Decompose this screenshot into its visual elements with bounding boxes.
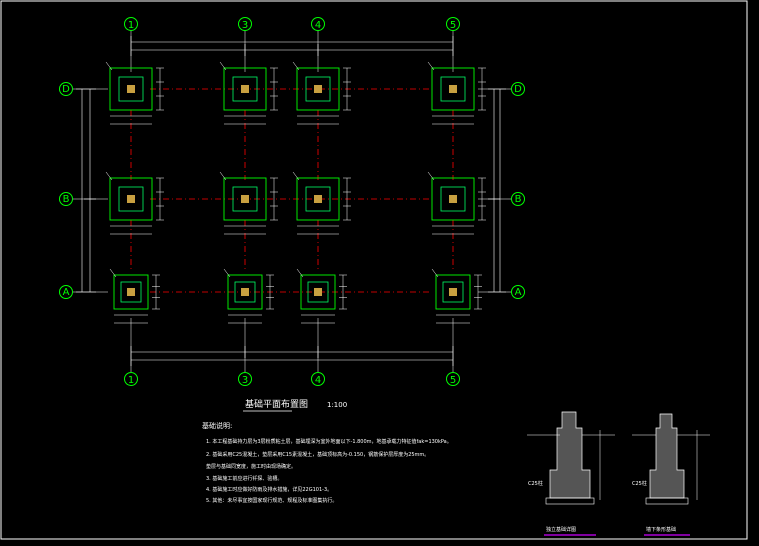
section-detail-2: C25柱 墙下条形基础 [632, 413, 710, 536]
axis-bubble-left-D: D [59, 82, 73, 96]
footing [296, 268, 347, 324]
axis-label: 1 [128, 20, 134, 31]
axis-bubble-top-3: 3 [238, 17, 252, 31]
left-dimension-lines [76, 88, 96, 293]
footings [105, 61, 486, 324]
note-item: 1. 本工程基础持力层为3层粉质粘土层，基础埋深为室外地面以下-1.800m，地… [206, 438, 452, 445]
bottom-dimension-lines [130, 346, 454, 366]
axis-label: B [515, 194, 522, 205]
axis-label: 5 [450, 375, 456, 386]
footing [427, 61, 486, 125]
axis-label: 3 [242, 375, 248, 386]
axis-label: D [62, 84, 70, 95]
right-dimension-lines [488, 88, 506, 293]
footing [105, 171, 164, 235]
grid-lines [130, 88, 454, 293]
plan-scale: 1:100 [327, 401, 347, 409]
axis-bubble-top-5: 5 [446, 17, 460, 31]
axis-label: 5 [450, 20, 456, 31]
axis-label: D [514, 84, 522, 95]
axis-label: A [515, 287, 522, 298]
axis-label: A [63, 287, 70, 298]
axis-extension-lines [72, 30, 512, 372]
axis-bubble-right-B: B [511, 192, 525, 206]
footing [219, 171, 278, 235]
axis-label: 3 [242, 20, 248, 31]
axis-label: 4 [315, 375, 321, 386]
note-item: 3. 基础施工前应进行钎探、验槽。 [206, 475, 282, 482]
note-item: 4. 基础施工时应做好防雨及排水措施，详见22G101-3。 [206, 486, 332, 493]
note-item: 5. 其他：未尽事宜按国家现行规范、规程及标准图集执行。 [206, 497, 337, 504]
axis-bubble-top-1: 1 [124, 17, 138, 31]
axis-label: 1 [128, 375, 134, 386]
axis-label: B [63, 194, 70, 205]
note-item: 2. 基础采用C25混凝土，垫层采用C15素混凝土，基础顶标高为-0.150，钢… [206, 451, 429, 458]
axis-bubble-right-D: D [511, 82, 525, 96]
footing [292, 171, 351, 235]
section-2-title: 墙下条形基础 [646, 526, 676, 533]
axis-bubble-top-4: 4 [311, 17, 325, 31]
section-1-title: 独立基础详图 [546, 526, 576, 533]
notes-heading: 基础说明: [202, 421, 232, 430]
axis-label: 4 [315, 20, 321, 31]
section-2-label: C25柱 [632, 480, 647, 487]
axis-bubble-bottom-3: 3 [238, 372, 252, 386]
top-dimension-lines [130, 36, 454, 56]
footing [223, 268, 274, 324]
note-item: 垫层与基础同宽度，施工时由现场确定。 [206, 463, 296, 470]
axis-bubble-bottom-5: 5 [446, 372, 460, 386]
footing [427, 171, 486, 235]
section-detail-1: C25柱 独立基础详图 [527, 411, 615, 536]
footing [105, 61, 164, 125]
axis-bubble-bottom-1: 1 [124, 372, 138, 386]
footing [219, 61, 278, 125]
footing [109, 268, 160, 324]
axis-bubble-right-A: A [511, 285, 525, 299]
sheet-border [0, 0, 748, 540]
axis-bubble-bottom-4: 4 [311, 372, 325, 386]
footing [292, 61, 351, 125]
section-1-label: C25柱 [528, 480, 543, 487]
axis-bubble-left-A: A [59, 285, 73, 299]
plan-title: 基础平面布置图 [245, 398, 308, 410]
axis-bubble-left-B: B [59, 192, 73, 206]
footing [431, 268, 482, 324]
